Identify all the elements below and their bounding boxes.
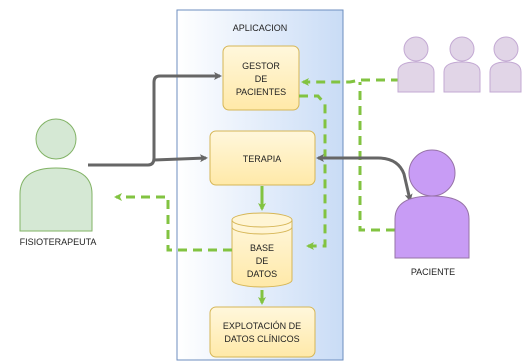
gestor-pacientes-node: GESTOR DE PACIENTES [222, 45, 300, 111]
gestor-label-line-2: DE [255, 74, 268, 84]
fisioterapeuta-actor [19, 118, 93, 232]
paciente-label: PACIENTE [411, 267, 455, 277]
base-datos-node: BASE DE DATOS [231, 212, 293, 288]
explotacion-label-line-1: EXPLOTACIÓN DE [223, 321, 301, 331]
fisioterapeuta-label: FISIOTERAPEUTA [20, 237, 97, 247]
base-datos-label-line-2: DE [256, 256, 269, 266]
application-title: APLICACION [233, 23, 288, 33]
paciente-group-actor-2 [443, 36, 481, 93]
terapia-node: TERAPIA [209, 130, 316, 186]
base-datos-label-line-1: BASE [250, 243, 274, 253]
paciente-to-gestor-dashed-line [358, 82, 395, 232]
database-to-fisioterapeuta-dashed-arrow [114, 193, 232, 252]
paciente-actor [394, 149, 470, 259]
paciente-group-actor-3 [489, 36, 522, 93]
paciente-group-actor-1 [397, 36, 435, 93]
terapia-label: TERAPIA [243, 154, 282, 164]
explotacion-node: EXPLOTACIÓN DE DATOS CLÍNICOS [209, 306, 316, 358]
pacientes-to-gestor-dashed-arrow [301, 78, 400, 86]
base-datos-label-line-3: DATOS [247, 269, 277, 279]
explotacion-label-line-2: DATOS CLÍNICOS [224, 334, 299, 344]
fisioterapeuta-to-gestor-arrow [88, 72, 222, 167]
terapia-paciente-bidirectional-arrow [316, 154, 413, 202]
gestor-label-line-1: GESTOR [242, 61, 280, 71]
fisioterapeuta-to-terapia-arrow [153, 154, 208, 163]
gestor-label-line-3: PACIENTES [236, 87, 286, 97]
